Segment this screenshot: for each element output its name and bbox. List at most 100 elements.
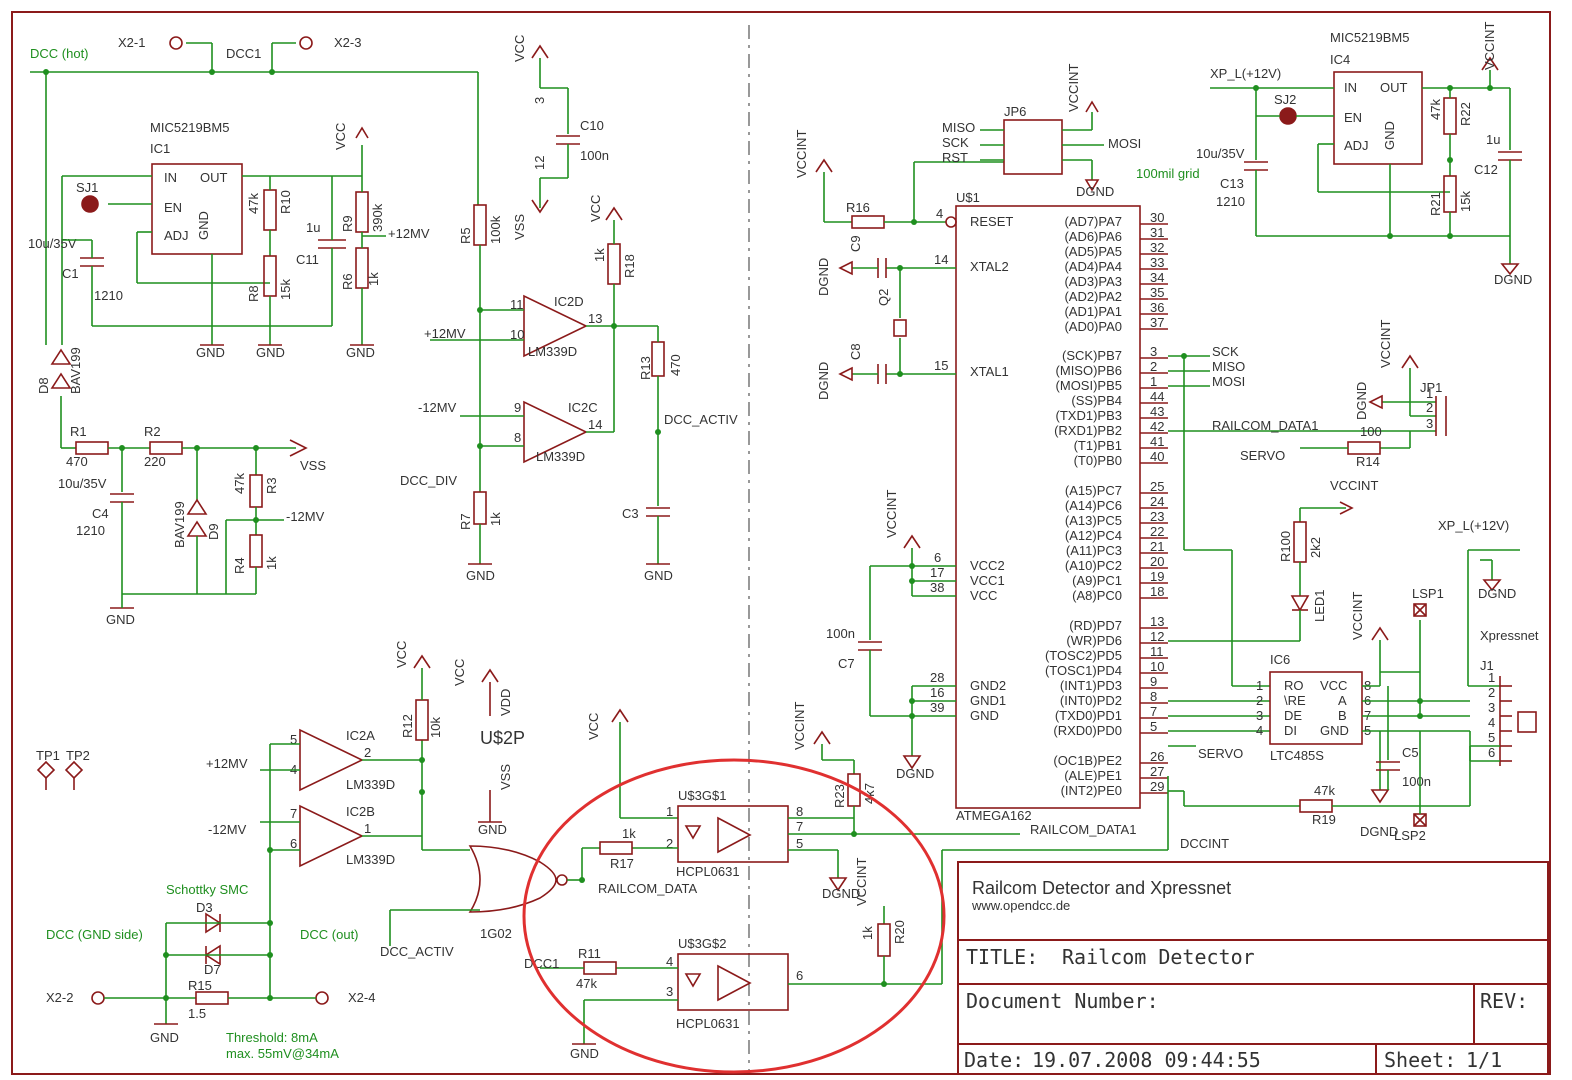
led-section: VCCINT R100 2k2 LED1	[1278, 478, 1378, 641]
c7-value: 100n	[826, 626, 855, 641]
mcu-pin-number: 30	[1150, 210, 1164, 225]
mcu-pin-number: 3	[1150, 344, 1157, 359]
gnd-label-c3: GND	[644, 568, 673, 583]
ic6-body	[1269, 671, 1363, 745]
project-title: Railcom Detector and Xpressnet	[972, 878, 1231, 898]
d3-label: D3	[196, 900, 213, 915]
r21	[1443, 175, 1457, 213]
c11-value: 1u	[306, 220, 320, 235]
c1-label: C1	[62, 266, 79, 281]
mcu-pin-name: (AD5)PA5	[1064, 244, 1122, 259]
mcu-pin-name: (A11)PC3	[1066, 543, 1122, 558]
ltc-pin-de: DE	[1284, 708, 1302, 723]
x2-4-label: X2-4	[348, 990, 375, 1005]
ic2b-body	[299, 804, 364, 868]
date-value: 19.07.2008 09:44:55	[1032, 1048, 1261, 1072]
doc-number-label: Document Number:	[966, 989, 1159, 1013]
xpressnet-label: Xpressnet	[1480, 628, 1539, 643]
gnd-label-r7: GND	[466, 568, 495, 583]
gnd-label-opto2: GND	[570, 1046, 599, 1061]
u3g1-pin-7: 7	[796, 819, 803, 834]
mcu-pin-28: 28	[930, 670, 944, 685]
c12-label: C12	[1474, 162, 1498, 177]
mcu-pin-15: 15	[934, 358, 948, 373]
miso-net-label: MISO	[1212, 359, 1245, 374]
ltc-pin-1: 1	[1256, 678, 1263, 693]
jp6-label: JP6	[1004, 104, 1026, 119]
dgnd-label-c8: DGND	[816, 362, 831, 400]
r6-value: 1k	[366, 272, 381, 286]
mcu-pin-name: (TOSC1)PD4	[1045, 663, 1122, 678]
mcu-pin-name: (A14)PC6	[1065, 498, 1122, 513]
lsp1-label: LSP1	[1412, 586, 1444, 601]
mcu-pin-name: (TOSC2)PD5	[1045, 648, 1122, 663]
x2-3-terminal	[299, 36, 313, 50]
sj2-label: SJ2	[1274, 92, 1296, 107]
ic6-label: IC6	[1270, 652, 1290, 667]
mcu-pin-vcc1: VCC1	[970, 573, 1005, 588]
ic6-ltc485: IC6 LTC485S RO \RE DE DI VCC A B GND 1 2…	[1256, 586, 1471, 843]
dcc-activ-label-2: DCC_ACTIV	[380, 944, 454, 959]
r10-value: 47k	[246, 193, 261, 214]
mcu-pin-xtal1: XTAL1	[970, 364, 1009, 379]
sheet-frame	[11, 11, 1551, 1075]
ic4-pin-en: EN	[1344, 110, 1362, 125]
ic4-type: MIC5219BM5	[1330, 30, 1409, 45]
ic4-label: IC4	[1330, 52, 1350, 67]
ic2d-pin-13: 13	[588, 311, 602, 326]
mcu-right-wiring: SCK MISO MOSI RAILCOM_DATA1 SERVO	[1167, 344, 1410, 850]
jp1-pin-1: 1	[1426, 386, 1433, 401]
mcu-pin-name: (OC1B)PE2	[1053, 753, 1122, 768]
dcc-gnd-side-label: DCC (GND side)	[46, 927, 143, 942]
d7-label: D7	[204, 962, 221, 977]
ic2c-pin-14: 14	[588, 417, 602, 432]
u3g1-pin-8: 8	[796, 804, 803, 819]
r8-value: 15k	[278, 279, 293, 300]
sj2-jumper	[1279, 107, 1297, 125]
r22	[1443, 97, 1457, 135]
dcc-div-label: DCC_DIV	[400, 473, 457, 488]
sj1-label: SJ1	[76, 180, 98, 195]
ic4-pin-adj: ADJ	[1344, 138, 1369, 153]
ic2c-label: IC2C	[568, 400, 598, 415]
mcu-pin-number: 29	[1150, 779, 1164, 794]
vccint-label-vcc: VCCINT	[884, 490, 899, 538]
d8-divider: D8 BAV199 R1 470 R2 220 VSS 10u/35V C4 1…	[36, 347, 326, 627]
mcu-pin-gnd: GND	[970, 708, 999, 723]
j1-label: J1	[1480, 658, 1494, 673]
mcu-pin-name: (T1)PB1	[1074, 438, 1122, 453]
dgnd-label-ltc: DGND	[1360, 824, 1398, 839]
ic1-regulator: MIC5219BM5 IC1 IN OUT EN ADJ GND SJ1 10u…	[28, 120, 430, 360]
ic2b-pin-1: 1	[364, 821, 371, 836]
railcom-data-label: RAILCOM_DATA	[598, 881, 698, 896]
dgnd-label-gnd: DGND	[896, 766, 934, 781]
r11	[583, 961, 617, 975]
jp6-mosi: MOSI	[1108, 136, 1141, 151]
project-url: www.opendcc.de	[971, 898, 1070, 913]
mcu-pin-39: 39	[930, 700, 944, 715]
j1-pin-1: 1	[1488, 670, 1495, 685]
mcu-pin-number: 19	[1150, 569, 1164, 584]
r4	[249, 534, 263, 568]
mcu-pin-14: 14	[934, 252, 948, 267]
mcu-pin-name: (INT0)PD2	[1060, 693, 1122, 708]
mcu-pin-number: 21	[1150, 539, 1164, 554]
d8-type: BAV199	[68, 347, 83, 394]
r12-label: R12	[400, 714, 415, 738]
mcu-pin-name: (RD)PD7	[1069, 618, 1122, 633]
mcu-pin-name: (A10)PC2	[1065, 558, 1122, 573]
u3g2-label: U$3G$2	[678, 936, 726, 951]
mcu-pin-number: 43	[1150, 404, 1164, 419]
r17	[599, 841, 633, 855]
r11-value: 47k	[576, 976, 597, 991]
r22-label: R22	[1458, 102, 1473, 126]
vcc-label-r18: VCC	[588, 195, 603, 222]
u3g1-pin-2: 2	[666, 836, 673, 851]
threshold-label-1: Threshold: 8mA	[226, 1030, 318, 1045]
mcu-pin-name: (A13)PC5	[1065, 513, 1122, 528]
mcu-pin-number: 44	[1150, 389, 1164, 404]
ic2d-pin-10: 10	[510, 327, 524, 342]
u3g2-body	[677, 953, 789, 1011]
tp1-label: TP1	[36, 748, 60, 763]
